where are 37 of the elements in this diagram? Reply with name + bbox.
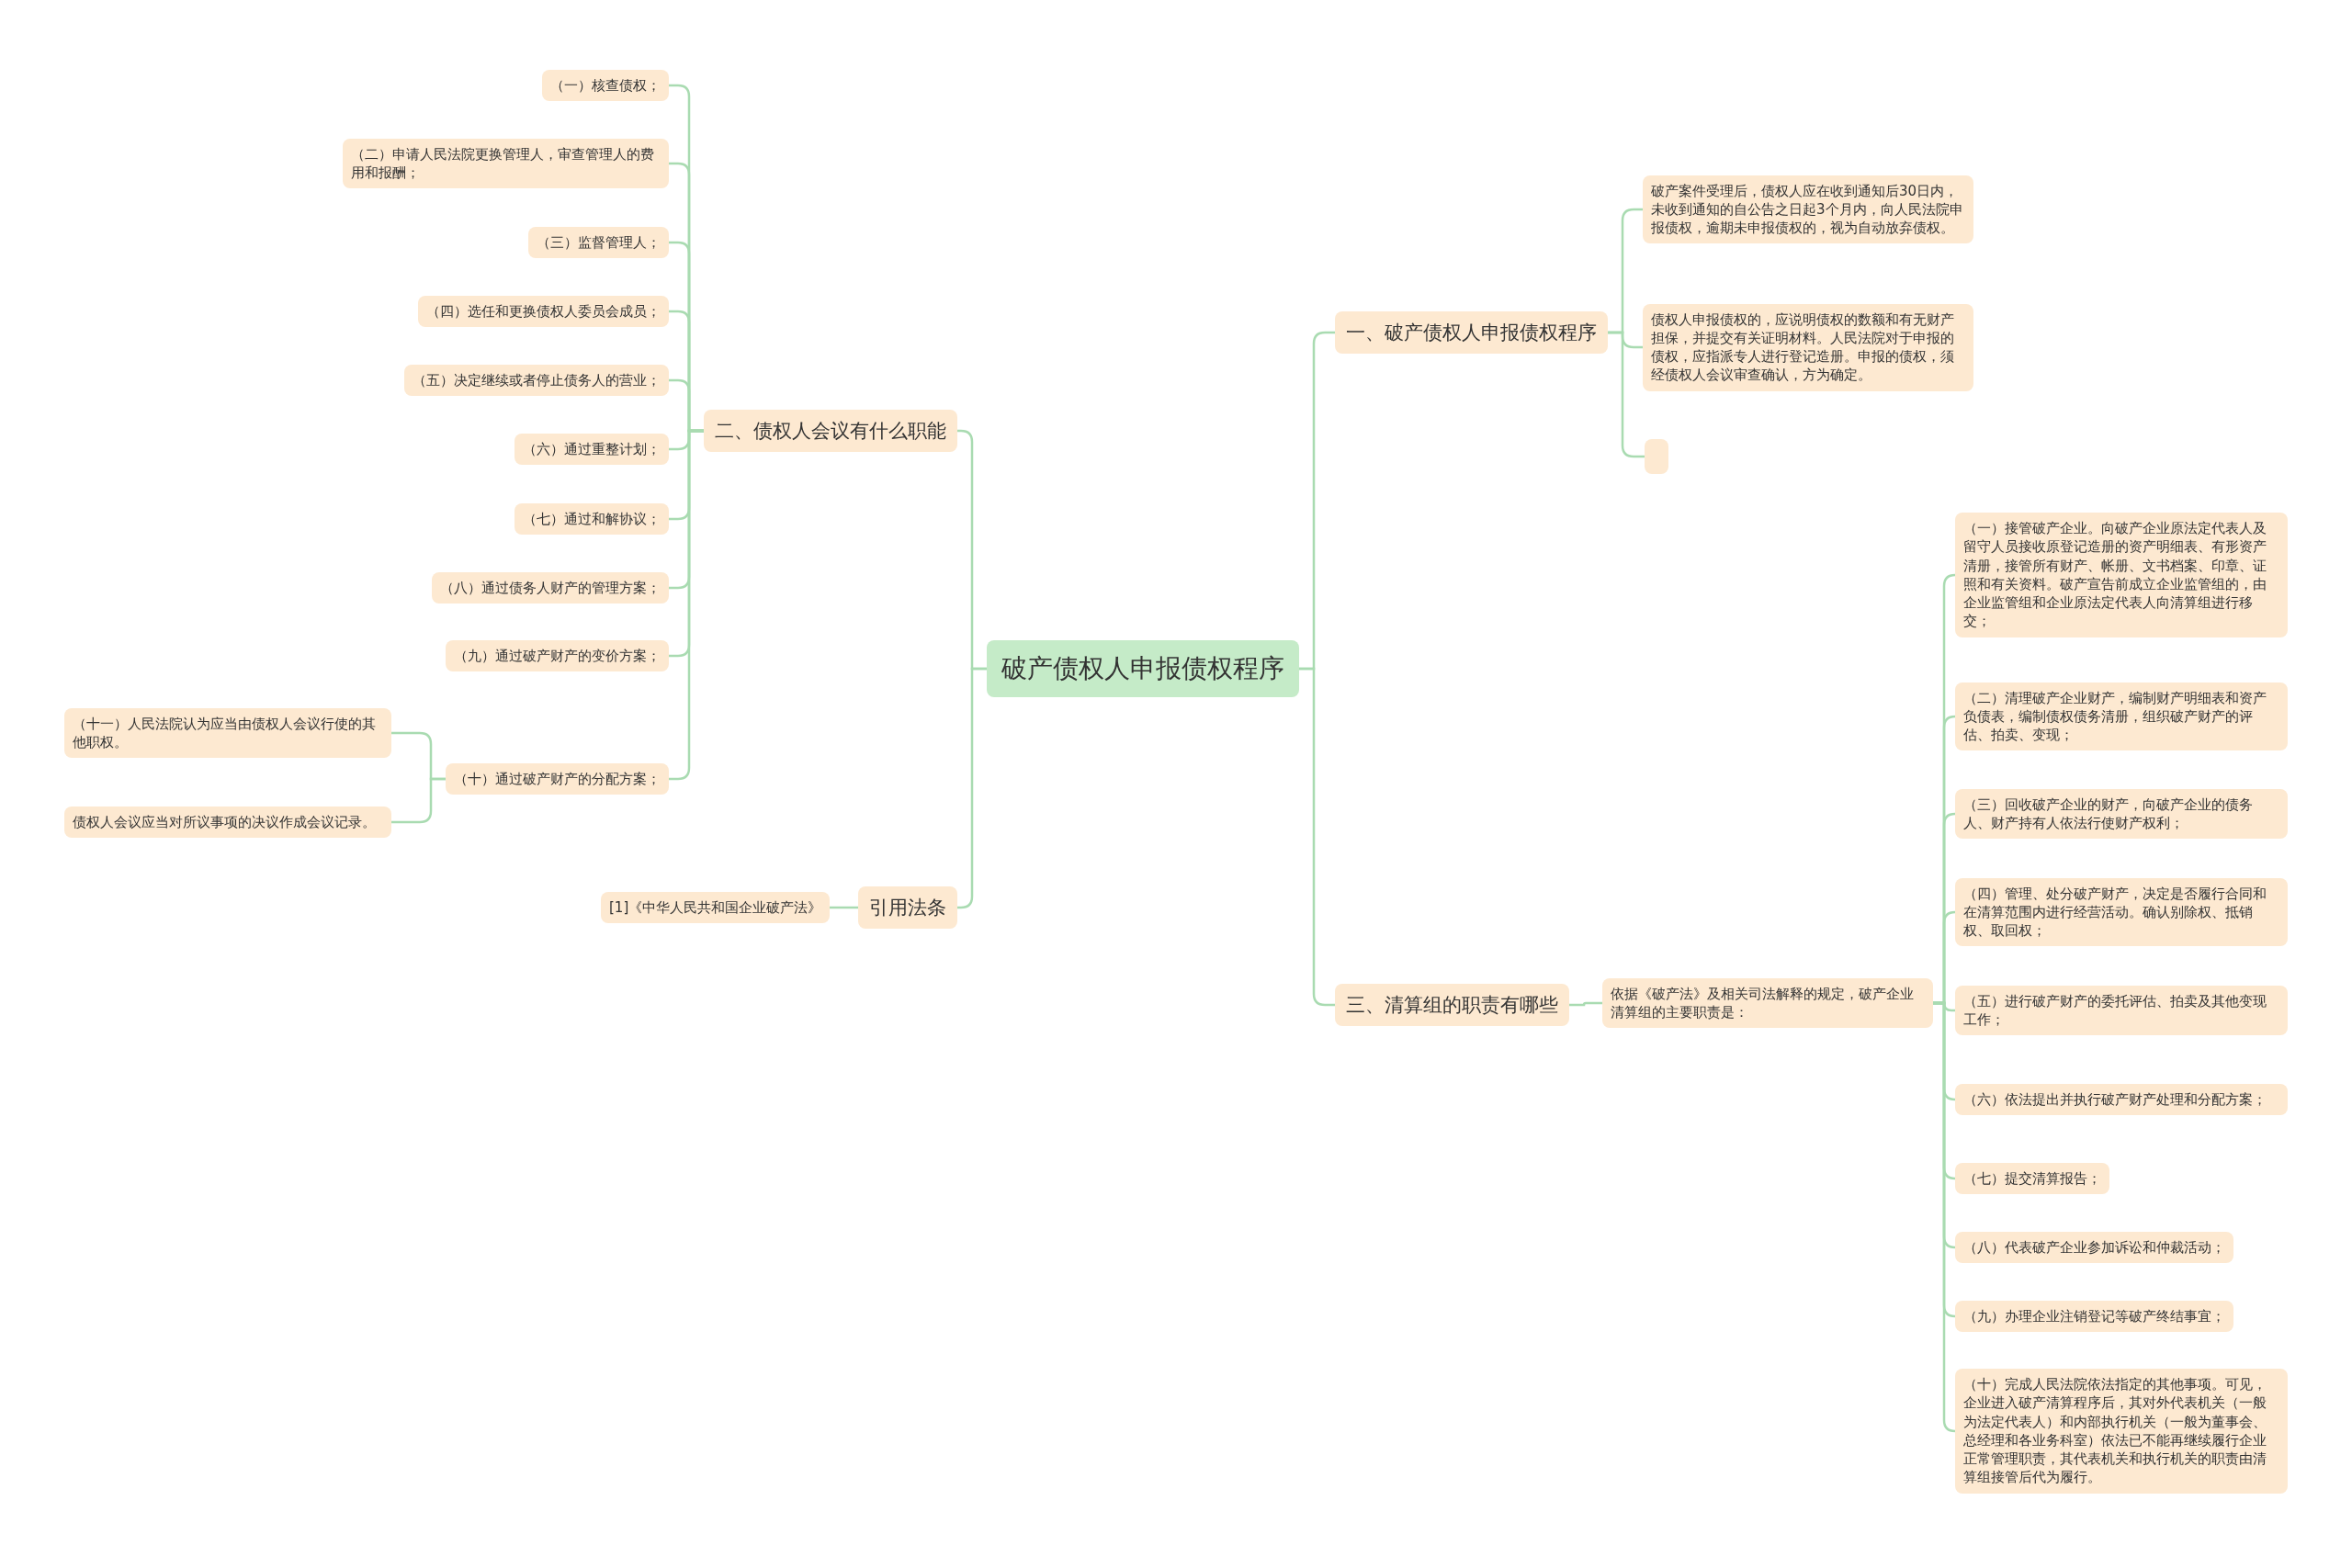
subtopic-box: （二）清理破产企业财产，编制财产明细表和资产负债表，编制债权债务清册，组织破产财产的评估、拍卖、变现； bbox=[1955, 682, 2288, 751]
subtopic-box: 债权人会议应当对所议事项的决议作成会议记录。 bbox=[64, 807, 391, 839]
connector-line bbox=[1933, 1001, 1957, 1433]
subtopic-box: （十）通过破产财产的分配方案； bbox=[446, 763, 669, 795]
subtopic-box: （六）通过重整计划； bbox=[514, 434, 669, 466]
connector-line bbox=[1569, 1001, 1602, 1007]
subtopic-box: （一）接管破产企业。向破产企业原法定代表人及留守人员接收原登记造册的资产明细表、有形资产清册，接管所有财产、帐册、文书档案、印章、证照和有关资料。破产宣告前成立企业监管组的，由企业监管组和企业原法定代表人向清算组进行移交； bbox=[1955, 513, 2288, 637]
subtopic-box: （四）管理、处分破产财产，决定是否履行合同和在清算范围内进行经营活动。确认别除权、抵销权、取回权； bbox=[1955, 877, 2288, 947]
subtopic-box: （三）监督管理人； bbox=[528, 227, 669, 259]
topic-box: 二、债权人会议有什么职能 bbox=[704, 410, 957, 453]
subtopic-box: 债权人申报债权的，应说明债权的数额和有无财产担保，并提交有关证明材料。人民法院对于申报的债权，应指派专人进行登记造册。申报的债权，须经债权人会议审查确认，方为确定。 bbox=[1643, 303, 1973, 391]
subtopic-box: （五）进行破产财产的委托评估、拍卖及其他变现工作； bbox=[1955, 985, 2288, 1035]
subtopic-box: （三）回收破产企业的财产，向破产企业的债务人、财产持有人依法行使财产权利； bbox=[1955, 788, 2288, 839]
subtopic-box: （十一）人民法院认为应当由债权人会议行使的其他职权。 bbox=[64, 707, 391, 758]
subtopic-box: （八）代表破产企业参加诉讼和仲裁活动； bbox=[1955, 1232, 2233, 1264]
topic-box: 一、破产债权人申报债权程序 bbox=[1335, 311, 1608, 355]
subtopic-box: （六）依法提出并执行破产财产处理和分配方案； bbox=[1955, 1084, 2288, 1116]
subtopic-box: （二）申请人民法院更换管理人，审查管理人的费用和报酬； bbox=[343, 138, 669, 188]
empty-box bbox=[1645, 439, 1668, 474]
subtopic-box: （九）办理企业注销登记等破产终结事宜； bbox=[1955, 1301, 2233, 1333]
topic-box: 引用法条 bbox=[858, 886, 957, 930]
connector-line bbox=[391, 777, 446, 824]
topic-box: 三、清算组的职责有哪些 bbox=[1335, 984, 1569, 1027]
subtopic-box: 破产案件受理后，债权人应在收到通知后30日内，未收到通知的自公告之日起3个月内，向人民法院申报债权，逾期未申报债权的，视为自动放弃债权。 bbox=[1643, 175, 1973, 244]
subtopic-box: （十）完成人民法院依法指定的其他事项。可见，企业进入破产清算程序后，其对外代表机关（一般为法定代表人）和内部执行机关（一般为董事会、总经理和各业务科室）依法已不能再继续履行企业正常管理职责，其代表机关和执行机关的职责由清算组接管后代为履行。 bbox=[1955, 1369, 2288, 1494]
subtopic-box: （九）通过破产财产的变价方案； bbox=[446, 640, 669, 672]
central-topic: 破产债权人申报债权程序 bbox=[987, 640, 1299, 697]
connector-line bbox=[1299, 667, 1335, 1007]
subtopic-box: 依据《破产法》及相关司法解释的规定，破产企业清算组的主要职责是： bbox=[1602, 977, 1933, 1028]
subtopic-box: （七）通过和解协议； bbox=[514, 503, 669, 536]
subtopic-box: [1]《中华人民共和国企业破产法》 bbox=[601, 892, 831, 924]
subtopic-box: （一）核查债权； bbox=[542, 70, 669, 102]
subtopic-box: （七）提交清算报告； bbox=[1955, 1163, 2109, 1195]
subtopic-box: （五）决定继续或者停止债务人的营业； bbox=[404, 365, 669, 397]
connector-line bbox=[830, 906, 858, 909]
subtopic-box: （八）通过债务人财产的管理方案； bbox=[432, 572, 669, 604]
subtopic-box: （四）选任和更换债权人委员会成员； bbox=[418, 296, 669, 328]
